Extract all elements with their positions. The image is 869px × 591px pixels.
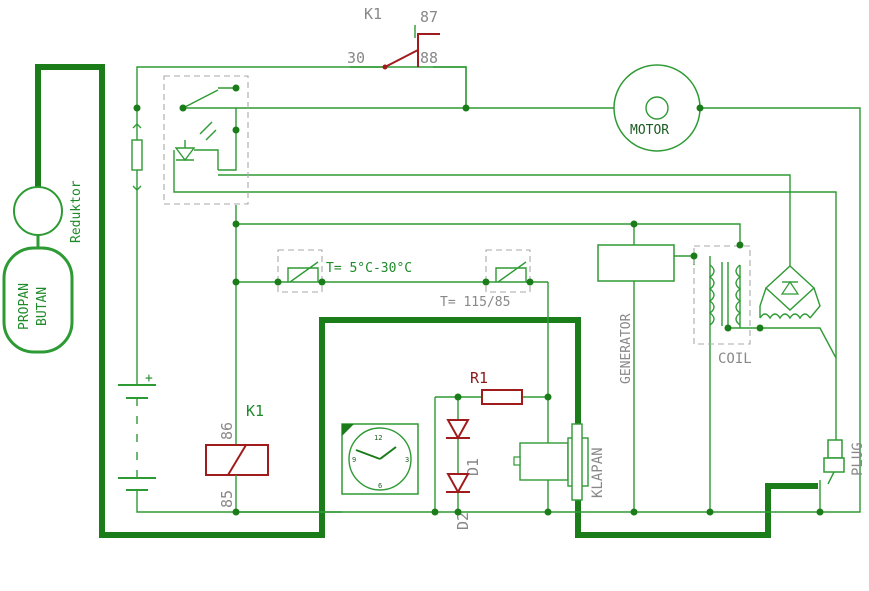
plug-label: PLUG (850, 442, 866, 476)
d1-label: D1 (464, 458, 482, 476)
butan-label: BUTAN (35, 287, 50, 326)
battery: + (118, 371, 156, 491)
pin-87-label: 87 (420, 8, 438, 26)
motor: MOTOR (613, 64, 701, 152)
reduktor-label: Reduktor (69, 180, 84, 243)
battery-plus-label: + (145, 371, 153, 386)
fuse (131, 123, 143, 191)
clock-3: 3 (405, 456, 409, 464)
resistor-r1: R1 (470, 369, 523, 405)
rectifier-igniter (759, 265, 821, 320)
thick-bus-right (600, 483, 818, 538)
reduktor: Reduktor (13, 180, 84, 248)
k1-top-label: K1 (364, 5, 382, 23)
klapan-label: KLAPAN (590, 447, 606, 498)
timer-clock: 12 3 6 9 (341, 423, 419, 495)
pin-88-label: 88 (420, 49, 438, 67)
k1-side-label: K1 (246, 402, 264, 420)
pin-30-label: 30 (347, 49, 365, 67)
pin-86-label: 86 (218, 422, 236, 440)
d2-label: D2 (454, 512, 472, 530)
coil-label: COIL (718, 351, 752, 367)
diode-d2: D2 (446, 473, 472, 530)
wiring (136, 25, 861, 513)
clock-12: 12 (374, 434, 382, 442)
thermostat-low-label: T= 5°C-30°C (326, 261, 412, 276)
clock-9: 9 (352, 456, 356, 464)
ignition-coil: COIL (693, 245, 752, 367)
klapan-valve: KLAPAN (513, 423, 606, 501)
relay-k1-contact: K1 87 30 88 (347, 5, 440, 70)
thermostat-low: T= 5°C-30°C (277, 249, 412, 293)
diode-d1: D1 (446, 419, 482, 476)
clock-6: 6 (378, 482, 382, 490)
generator: GENERATOR (597, 244, 675, 384)
gas-bottle: PROPAN BUTAN (2, 246, 74, 354)
motor-label: MOTOR (630, 123, 669, 138)
thermostat-high: T= 115/85 (440, 249, 531, 310)
relay-k1-coil: K1 86 85 (205, 402, 269, 512)
junction-dots (133, 84, 824, 516)
propan-label: PROPAN (17, 283, 32, 330)
pin-85-label: 85 (218, 490, 236, 508)
thermostat-high-label: T= 115/85 (440, 295, 510, 310)
generator-label: GENERATOR (619, 313, 634, 384)
spark-plug: PLUG (823, 430, 866, 485)
r1-label: R1 (470, 369, 488, 387)
